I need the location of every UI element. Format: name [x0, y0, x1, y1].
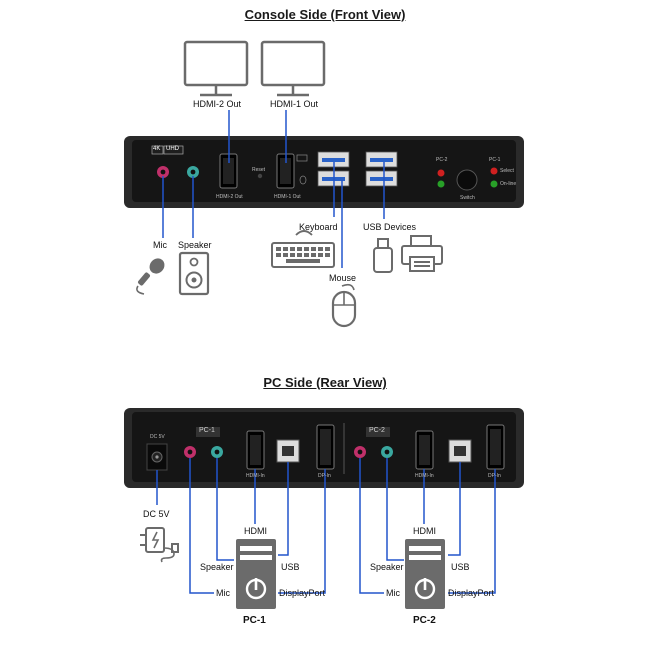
dc5v-port-label: DC 5V — [150, 434, 165, 440]
switch-label: Switch — [460, 195, 475, 201]
pc1-dp-in-label: DP-In — [318, 473, 331, 479]
microphone-icon — [136, 258, 165, 295]
callout-displayport-pc1: DisplayPort — [279, 588, 326, 598]
callout-dc5v: DC 5V — [143, 509, 170, 519]
callout-usb-pc1: USB — [281, 562, 300, 572]
pc1-select-led — [490, 167, 498, 175]
printer-icon — [401, 235, 443, 272]
pc2-name: PC-2 — [413, 615, 436, 626]
online-label: On-line — [500, 181, 517, 187]
callout-hdmi-pc1: HDMI — [244, 526, 267, 536]
callout-speaker-pc2: Speaker — [370, 562, 404, 572]
power-adapter-icon — [140, 527, 179, 563]
hdmi1-out-port-label: HDMI-1 Out — [274, 194, 301, 200]
pc2-group-badge — [366, 427, 390, 437]
usb-flash-drive-icon — [373, 238, 393, 273]
pc2-tower-icon — [405, 539, 445, 609]
pc2-dp-in-label: DP-In — [488, 473, 501, 479]
pc1-hdmi-in-label: HDMI-In — [246, 473, 265, 479]
pc2-group-label: PC-2 — [369, 427, 385, 434]
callout-hdmi2-out: HDMI-2 Out — [193, 99, 242, 109]
keyboard-icon — [271, 230, 335, 268]
front-connector-lines — [162, 110, 385, 268]
callout-usb-devices: USB Devices — [363, 222, 417, 232]
front-view-title: Console Side (Front View) — [244, 7, 406, 22]
callout-mic-pc2: Mic — [386, 588, 400, 598]
pc1-led-label: PC-1 — [489, 157, 501, 163]
pc2-online-led — [437, 180, 445, 188]
speaker-icon — [178, 251, 210, 296]
hdmi2-out-port-label: HDMI-2 Out — [216, 194, 243, 200]
switch-button — [456, 169, 478, 191]
reset-label: Reset — [252, 167, 266, 173]
kvm-front-device — [124, 136, 524, 208]
pc2-select-led — [437, 169, 445, 177]
callout-speaker-pc1: Speaker — [200, 562, 234, 572]
callout-keyboard: Keyboard — [299, 222, 338, 232]
select-label: Select — [500, 168, 514, 174]
monitor-hdmi1-icon — [260, 40, 326, 97]
callout-usb-pc2: USB — [451, 562, 470, 572]
pc2-led-label: PC-2 — [436, 157, 448, 163]
pc1-group-label: PC-1 — [199, 427, 215, 434]
mouse-icon — [331, 283, 357, 328]
pc2-hdmi-in-label: HDMI-In — [415, 473, 434, 479]
callout-speaker: Speaker — [178, 240, 212, 250]
callout-mic-pc1: Mic — [216, 588, 230, 598]
rear-view-title: PC Side (Rear View) — [263, 375, 387, 390]
callout-hdmi-pc2: HDMI — [413, 526, 436, 536]
pc1-tower-icon — [236, 539, 276, 609]
badge-uhd: UHD — [166, 146, 179, 152]
reset-button — [257, 173, 263, 179]
callout-mouse: Mouse — [329, 273, 357, 283]
kvm-rear-device — [124, 408, 524, 488]
badge-4k: 4K — [153, 146, 161, 152]
pc1-online-led — [490, 180, 498, 188]
callout-displayport-pc2: DisplayPort — [448, 588, 495, 598]
pc1-group-badge — [196, 427, 220, 437]
monitor-hdmi2-icon — [183, 40, 249, 97]
rear-connector-lines — [156, 458, 496, 594]
callout-mic: Mic — [153, 240, 167, 250]
callout-hdmi1-out: HDMI-1 Out — [270, 99, 319, 109]
pc1-name: PC-1 — [243, 615, 266, 626]
